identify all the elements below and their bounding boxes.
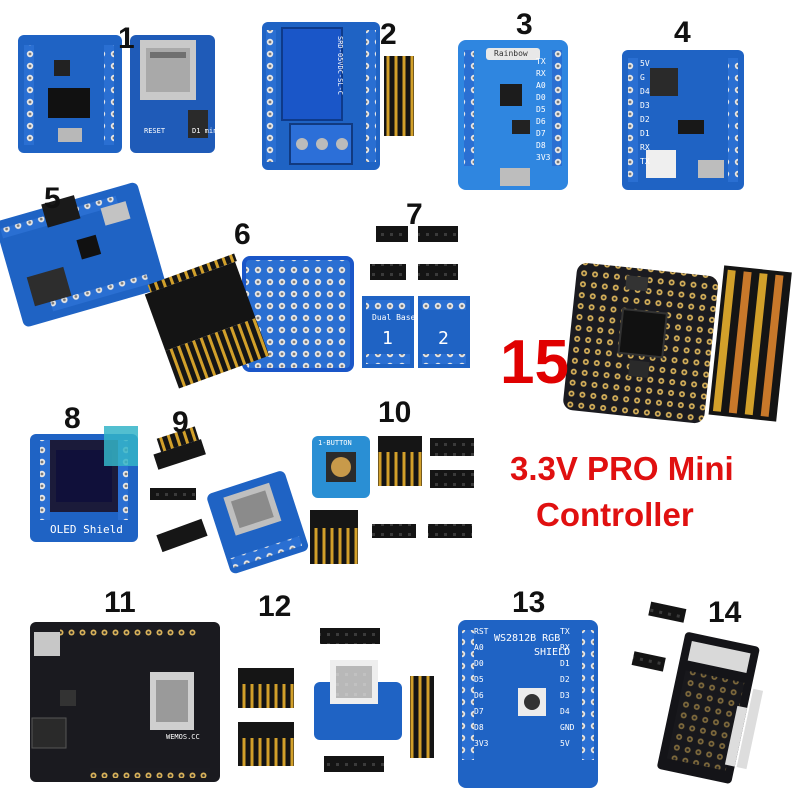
item-number-13: 13	[512, 586, 546, 619]
mini-pin-0: TX	[536, 57, 546, 66]
ws-right-pin-0: TX	[560, 627, 570, 636]
item-number-6: 6	[234, 218, 251, 251]
board-6-protoboard-shield	[144, 253, 354, 389]
battery-pin-2: D4	[640, 87, 650, 96]
ws-right-pin-4: D3	[560, 691, 570, 700]
board-4-battery-shield	[622, 50, 744, 190]
item-number-1: 1	[118, 22, 135, 55]
ws-left-pin-7: 3V3	[474, 739, 489, 748]
board-10-button-shield	[310, 436, 474, 564]
silk-relay-text: SRD-05VDC-SL-C	[336, 36, 344, 96]
battery-pin-3: D3	[640, 101, 650, 110]
board-8-oled-shield	[30, 426, 138, 542]
battery-pin-5: D1	[640, 129, 650, 138]
item-number-3: 3	[516, 8, 533, 41]
item-number-14: 14	[708, 596, 742, 629]
ws-left-pin-6: D8	[474, 723, 484, 732]
silk-dual-base: Dual Base	[372, 313, 416, 322]
board-14-ir-board	[631, 601, 764, 784]
mini-pin-2: A0	[536, 81, 546, 90]
ws-left-pin-1: A0	[474, 643, 484, 652]
ws-left-pin-2: D0	[474, 659, 484, 668]
ws-right-pin-7: 5V	[560, 739, 570, 748]
ws-right-pin-5: D4	[560, 707, 570, 716]
board-12-dht-shield	[238, 628, 434, 772]
battery-pin-4: D2	[640, 115, 650, 124]
board-7-dual-base	[362, 226, 470, 368]
board-5-wemos-uno-blue	[0, 182, 166, 327]
item-number-8: 8	[64, 402, 81, 435]
battery-pin-1: G	[640, 73, 645, 82]
mini-pin-1: RX	[536, 69, 546, 78]
ws-right-pin-3: D2	[560, 675, 570, 684]
item-number-10: 10	[378, 396, 412, 429]
ws-left-pin-5: D7	[474, 707, 484, 716]
highlight-number-15: 15	[500, 328, 569, 397]
board-9-micro-sd-shield	[150, 426, 309, 574]
mini-pin-3: D0	[536, 93, 546, 102]
battery-pin-6: RX	[640, 143, 650, 152]
item-number-7: 7	[406, 198, 423, 231]
ws-right-pin-6: GND	[560, 723, 575, 732]
board-1-d1-mini	[18, 35, 215, 153]
item-number-2: 2	[380, 18, 397, 51]
silk-d1-mini: D1 mini	[192, 127, 222, 135]
silk-button: 1-BUTTON	[318, 439, 352, 447]
mini-pin-6: D7	[536, 129, 546, 138]
highlight-caption-line2: Controller	[536, 496, 694, 533]
ws-left-pin-4: D6	[474, 691, 484, 700]
silk-reset: RESET	[144, 127, 166, 135]
item-number-12: 12	[258, 590, 292, 623]
board-13-ws2812b-shield	[458, 620, 598, 788]
item-number-9: 9	[172, 406, 189, 439]
item-number-11: 11	[104, 586, 136, 619]
battery-pin-0: 5V	[640, 59, 650, 68]
mini-pin-4: D5	[536, 105, 546, 114]
board-15-pro-mini	[563, 263, 792, 424]
silk-ws-sub: SHIELD	[534, 647, 571, 658]
silk-wemos: WEMOS.CC	[166, 733, 200, 741]
board-3-mini-board	[458, 40, 568, 190]
mini-pin-8: 3V3	[536, 153, 551, 162]
item-number-5: 5	[44, 182, 61, 215]
silk-ws-title: WS2812B RGB	[494, 633, 561, 644]
mini-pin-5: D6	[536, 117, 546, 126]
silk-rainbow: Rainbow	[494, 49, 528, 58]
silk-slot-1: 1	[382, 328, 393, 349]
mini-pin-7: D8	[536, 141, 546, 150]
silk-oled-shield: OLED Shield	[50, 523, 123, 536]
board-11-wemos-d1-black	[30, 622, 220, 782]
board-2-relay-shield	[262, 22, 414, 170]
battery-pin-7: TX	[640, 157, 650, 166]
ws-left-pin-3: D5	[474, 675, 484, 684]
ws-right-pin-2: D1	[560, 659, 570, 668]
silk-slot-2: 2	[438, 328, 449, 349]
ws-right-pin-1: RX	[560, 643, 570, 652]
item-number-4: 4	[674, 16, 691, 49]
ws-left-pin-0: RST	[474, 627, 489, 636]
highlight-caption-line1: 3.3V PRO Mini	[510, 450, 734, 487]
